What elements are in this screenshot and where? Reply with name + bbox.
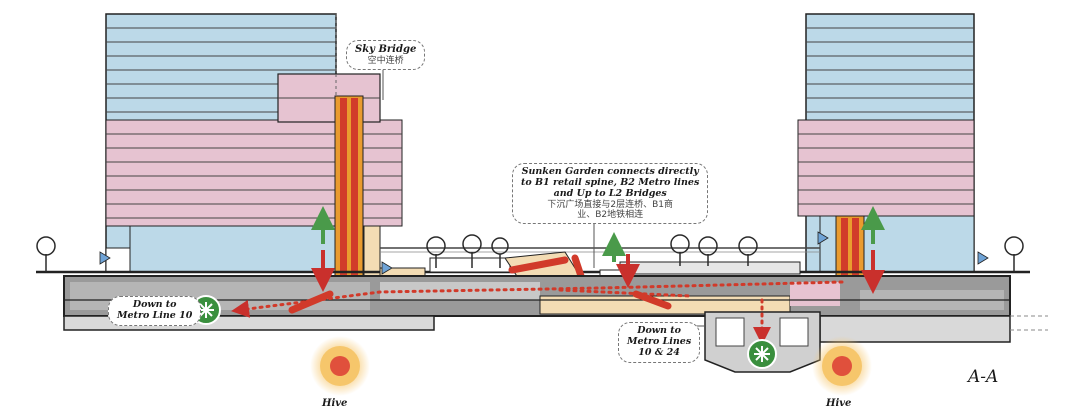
down-metro-10-line-2: Metro Line 10	[117, 309, 193, 321]
sunken-garden-line-2: to B1 retail spine, B2 Metro lines	[521, 176, 700, 188]
hive-right-marker	[812, 336, 872, 396]
entry-triangle-icon	[99, 231, 989, 275]
sunken-garden-line-3: and Up to L2 Bridges	[553, 187, 667, 199]
down-metro-10-24-line-2: Metro Lines	[627, 335, 692, 347]
tree-icon	[36, 234, 1024, 272]
down-metro-10-24-label: Down to Metro Lines 10 & 24	[618, 322, 701, 363]
hive-left-label: Hive	[322, 398, 348, 409]
vertical-arrows	[311, 206, 885, 294]
sky-bridge-cn: 空中连桥	[367, 55, 404, 66]
sunken-garden-label: Sunken Garden connects directly to B1 re…	[512, 163, 709, 225]
sunken-garden-line-1: Sunken Garden connects directly	[521, 166, 699, 177]
sky-bridge-label: Sky Bridge 空中连桥	[346, 40, 426, 70]
down-metro-10-24-line-1: Down to	[637, 325, 681, 336]
basement	[63, 275, 1048, 373]
hive-right-label: Hive	[826, 398, 852, 409]
sunken-garden-cn-1: 下沉广场直接与2层连桥、B1商	[547, 199, 673, 210]
right-tower	[797, 13, 975, 273]
down-metro-10-label: Down to Metro Line 10	[108, 296, 202, 326]
hive-left-marker	[310, 336, 370, 396]
down-metro-10-line-1: Down to	[132, 299, 177, 310]
escalators	[288, 290, 672, 314]
down-metro-10-24-line-3: 10 & 24	[638, 346, 680, 358]
left-core	[334, 95, 381, 297]
sky-bridge-en: Sky Bridge	[355, 44, 417, 55]
section-title: A-A	[968, 367, 999, 387]
sunken-garden-cn-2: 业、B2地铁相连	[577, 210, 644, 221]
